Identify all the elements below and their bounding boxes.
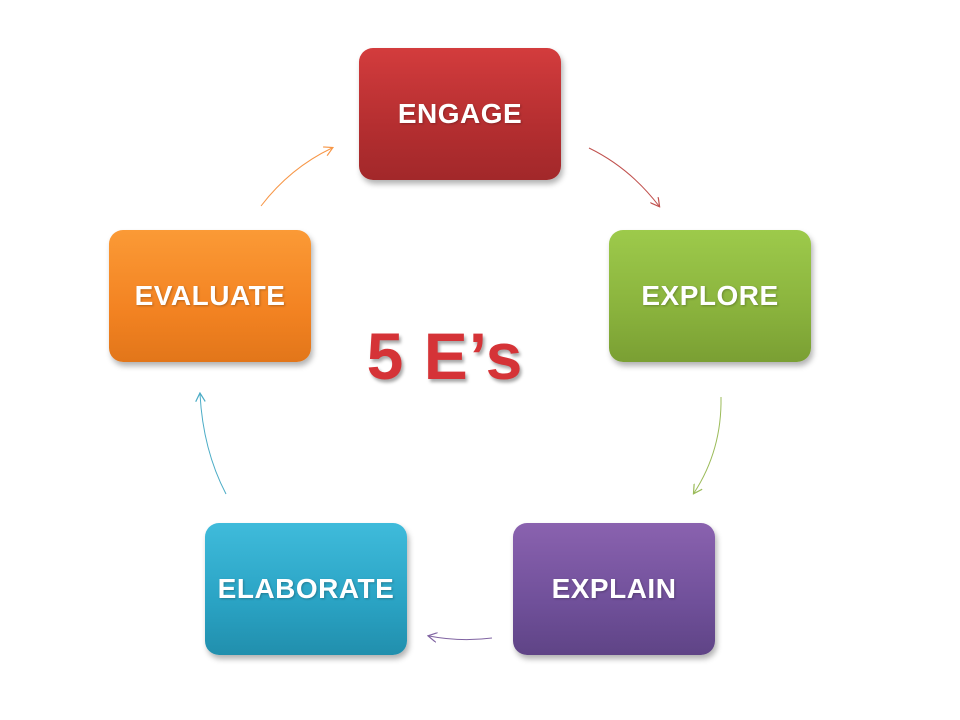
stage-engage-box: ENGAGE bbox=[359, 48, 561, 180]
stage-explore-label: EXPLORE bbox=[641, 280, 779, 311]
stage-evaluate-label: EVALUATE bbox=[134, 280, 286, 311]
arrow-elaborate-to-evaluate bbox=[200, 394, 227, 495]
diagram-title: 5 E’s bbox=[366, 319, 524, 393]
arrow-evaluate-to-engage bbox=[260, 148, 332, 207]
stage-explain-box: EXPLAIN bbox=[513, 523, 715, 655]
stage-elaborate-box: ELABORATE bbox=[205, 523, 407, 655]
stage-explore-box: EXPLORE bbox=[609, 230, 811, 362]
stage-explain-label: EXPLAIN bbox=[551, 573, 677, 604]
arrow-explore-to-explain bbox=[694, 396, 722, 493]
stage-evaluate-box: EVALUATE bbox=[109, 230, 311, 362]
arrow-explain-to-elaborate bbox=[429, 636, 493, 640]
stage-engage-label: ENGAGE bbox=[397, 98, 523, 129]
arrow-engage-to-explore bbox=[588, 147, 659, 206]
stage-elaborate-label: ELABORATE bbox=[217, 573, 395, 604]
